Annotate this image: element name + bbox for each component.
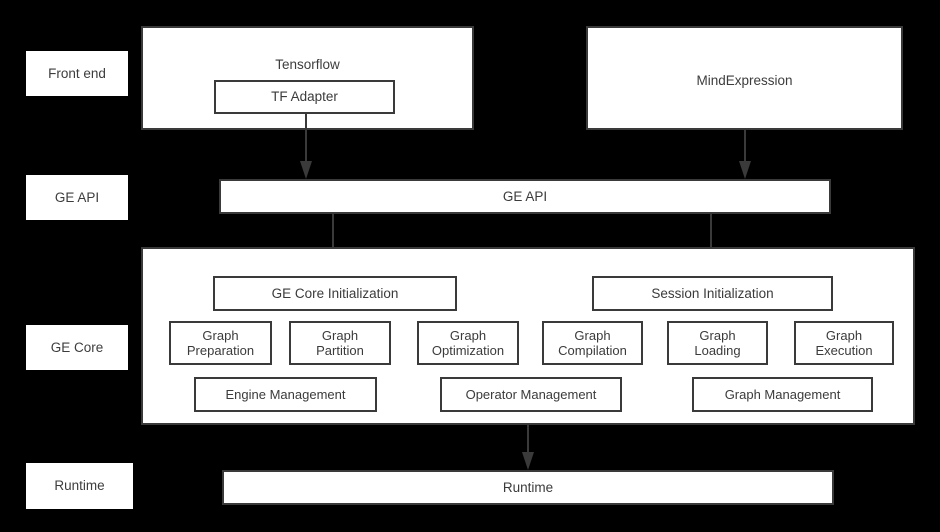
graph-optimization-box[interactable]: Graph Optimization [417,321,519,365]
layer-label-runtime: Runtime [26,463,133,509]
session-initialization-box[interactable]: Session Initialization [592,276,833,311]
runtime-bar[interactable]: Runtime [222,470,834,505]
operator-management-box[interactable]: Operator Management [440,377,622,412]
arrow-mindexpression-to-ge-api [735,130,755,180]
graph-management-box[interactable]: Graph Management [692,377,873,412]
graph-execution-box[interactable]: Graph Execution [794,321,894,365]
tf-adapter-box[interactable]: TF Adapter [214,80,395,114]
layer-label-ge-api: GE API [26,175,128,220]
panel-mindexpression: MindExpression [586,26,903,130]
arrow-ge-core-to-runtime [518,425,538,471]
panel-tensorflow: Tensorflow TF Adapter [141,26,474,130]
panel-tensorflow-title: Tensorflow [275,57,340,72]
ge-core-initialization-box[interactable]: GE Core Initialization [213,276,457,311]
graph-loading-box[interactable]: Graph Loading [667,321,768,365]
graph-preparation-box[interactable]: Graph Preparation [169,321,272,365]
layer-label-front-end: Front end [26,51,128,96]
panel-mindexpression-title: MindExpression [696,73,793,88]
graph-compilation-box[interactable]: Graph Compilation [542,321,643,365]
engine-management-box[interactable]: Engine Management [194,377,377,412]
ge-core-container: GE Core Initialization Session Initializ… [141,247,915,425]
layer-label-ge-core: GE Core [26,325,128,370]
ge-api-bar[interactable]: GE API [219,179,831,214]
arrow-tf-adapter-to-ge-api [296,112,316,180]
graph-partition-box[interactable]: Graph Partition [289,321,391,365]
